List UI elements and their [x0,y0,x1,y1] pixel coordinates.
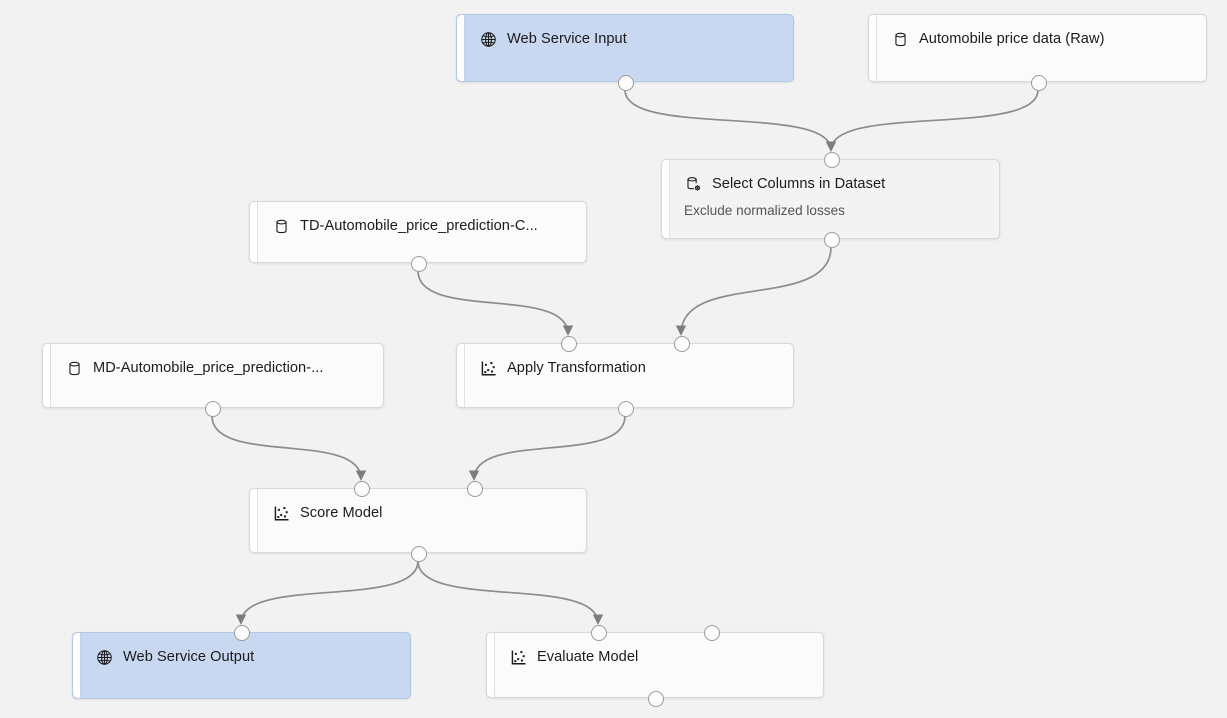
output-port-0[interactable] [648,691,664,707]
input-port-0[interactable] [561,336,577,352]
node-header: Web Service Input [479,29,781,49]
input-port-1[interactable] [704,625,720,641]
output-port-0[interactable] [205,401,221,417]
node-accent-stripe [457,344,465,407]
node-header: Select Columns in Dataset [684,174,987,194]
output-port-0[interactable] [411,256,427,272]
input-port-1[interactable] [467,481,483,497]
node-body: MD-Automobile_price_prediction-... [43,344,383,378]
node-header: MD-Automobile_price_prediction-... [65,358,371,378]
node-automobile-price-data-raw[interactable]: Automobile price data (Raw) [868,14,1207,91]
node-header: Apply Transformation [479,358,781,378]
node-title: MD-Automobile_price_prediction-... [93,359,324,376]
node-header: Web Service Output [95,647,398,667]
database-gear-icon [684,175,703,194]
scatter-plot-icon [509,648,528,667]
node-accent-stripe [869,15,877,81]
globe-icon [95,648,114,667]
database-icon [65,359,84,378]
node-subtitle: Exclude normalized losses [684,203,845,218]
node-evaluate-model[interactable]: Evaluate Model [486,625,824,707]
input-port-0[interactable] [824,152,840,168]
database-icon [272,217,291,236]
edge-md-to-score[interactable] [211,415,367,481]
output-port-0[interactable] [618,75,634,91]
node-title: Web Service Output [123,648,255,665]
node-td-automobile-price-prediction[interactable]: TD-Automobile_price_prediction-C... [249,201,587,272]
node-accent-stripe [73,633,81,698]
node-accent-stripe [43,344,51,407]
scatter-plot-icon [272,504,291,523]
edge-wsi-to-select[interactable] [624,89,837,152]
node-accent-stripe [250,202,258,262]
node-body: Score Model [250,489,586,523]
node-accent-stripe [487,633,495,697]
output-port-0[interactable] [824,232,840,248]
node-header: TD-Automobile_price_prediction-C... [272,216,574,236]
node-title: Score Model [300,504,383,521]
node-accent-stripe [250,489,258,552]
node-body: Apply Transformation [457,344,793,378]
node-title: Web Service Input [507,30,627,47]
node-md-automobile-price-prediction[interactable]: MD-Automobile_price_prediction-... [42,343,384,417]
edge-score-to-eval[interactable] [417,560,604,625]
input-port-0[interactable] [591,625,607,641]
input-port-1[interactable] [674,336,690,352]
node-body: Web Service Input [457,15,793,49]
node-web-service-input[interactable]: Web Service Input [456,14,794,91]
node-score-model[interactable]: Score Model [249,481,587,562]
node-title: Automobile price data (Raw) [919,30,1105,47]
edge-td-to-apply[interactable] [417,270,574,336]
output-port-0[interactable] [618,401,634,417]
input-port-0[interactable] [354,481,370,497]
node-title: Apply Transformation [507,359,646,376]
edge-apply-to-score[interactable] [468,415,626,481]
node-body: Automobile price data (Raw) [869,15,1206,49]
node-body: TD-Automobile_price_prediction-C... [250,202,586,236]
output-port-0[interactable] [1031,75,1047,91]
node-accent-stripe [457,15,465,81]
node-header: Automobile price data (Raw) [891,29,1194,49]
node-body: Evaluate Model [487,633,823,667]
edge-auto-to-select[interactable] [825,89,1039,152]
node-title: Evaluate Model [537,648,639,665]
database-icon [891,30,910,49]
node-web-service-output[interactable]: Web Service Output [72,625,411,699]
output-port-0[interactable] [411,546,427,562]
node-body: Web Service Output [73,633,410,667]
node-apply-transformation[interactable]: Apply Transformation [456,336,794,417]
edge-score-to-wso[interactable] [235,560,419,625]
node-accent-stripe [662,160,670,238]
node-header: Evaluate Model [509,647,811,667]
edge-select-to-apply[interactable] [675,246,832,336]
globe-icon [479,30,498,49]
node-title: TD-Automobile_price_prediction-C... [300,217,538,234]
node-header: Score Model [272,503,574,523]
scatter-plot-icon [479,359,498,378]
node-title: Select Columns in Dataset [712,175,886,192]
input-port-0[interactable] [234,625,250,641]
